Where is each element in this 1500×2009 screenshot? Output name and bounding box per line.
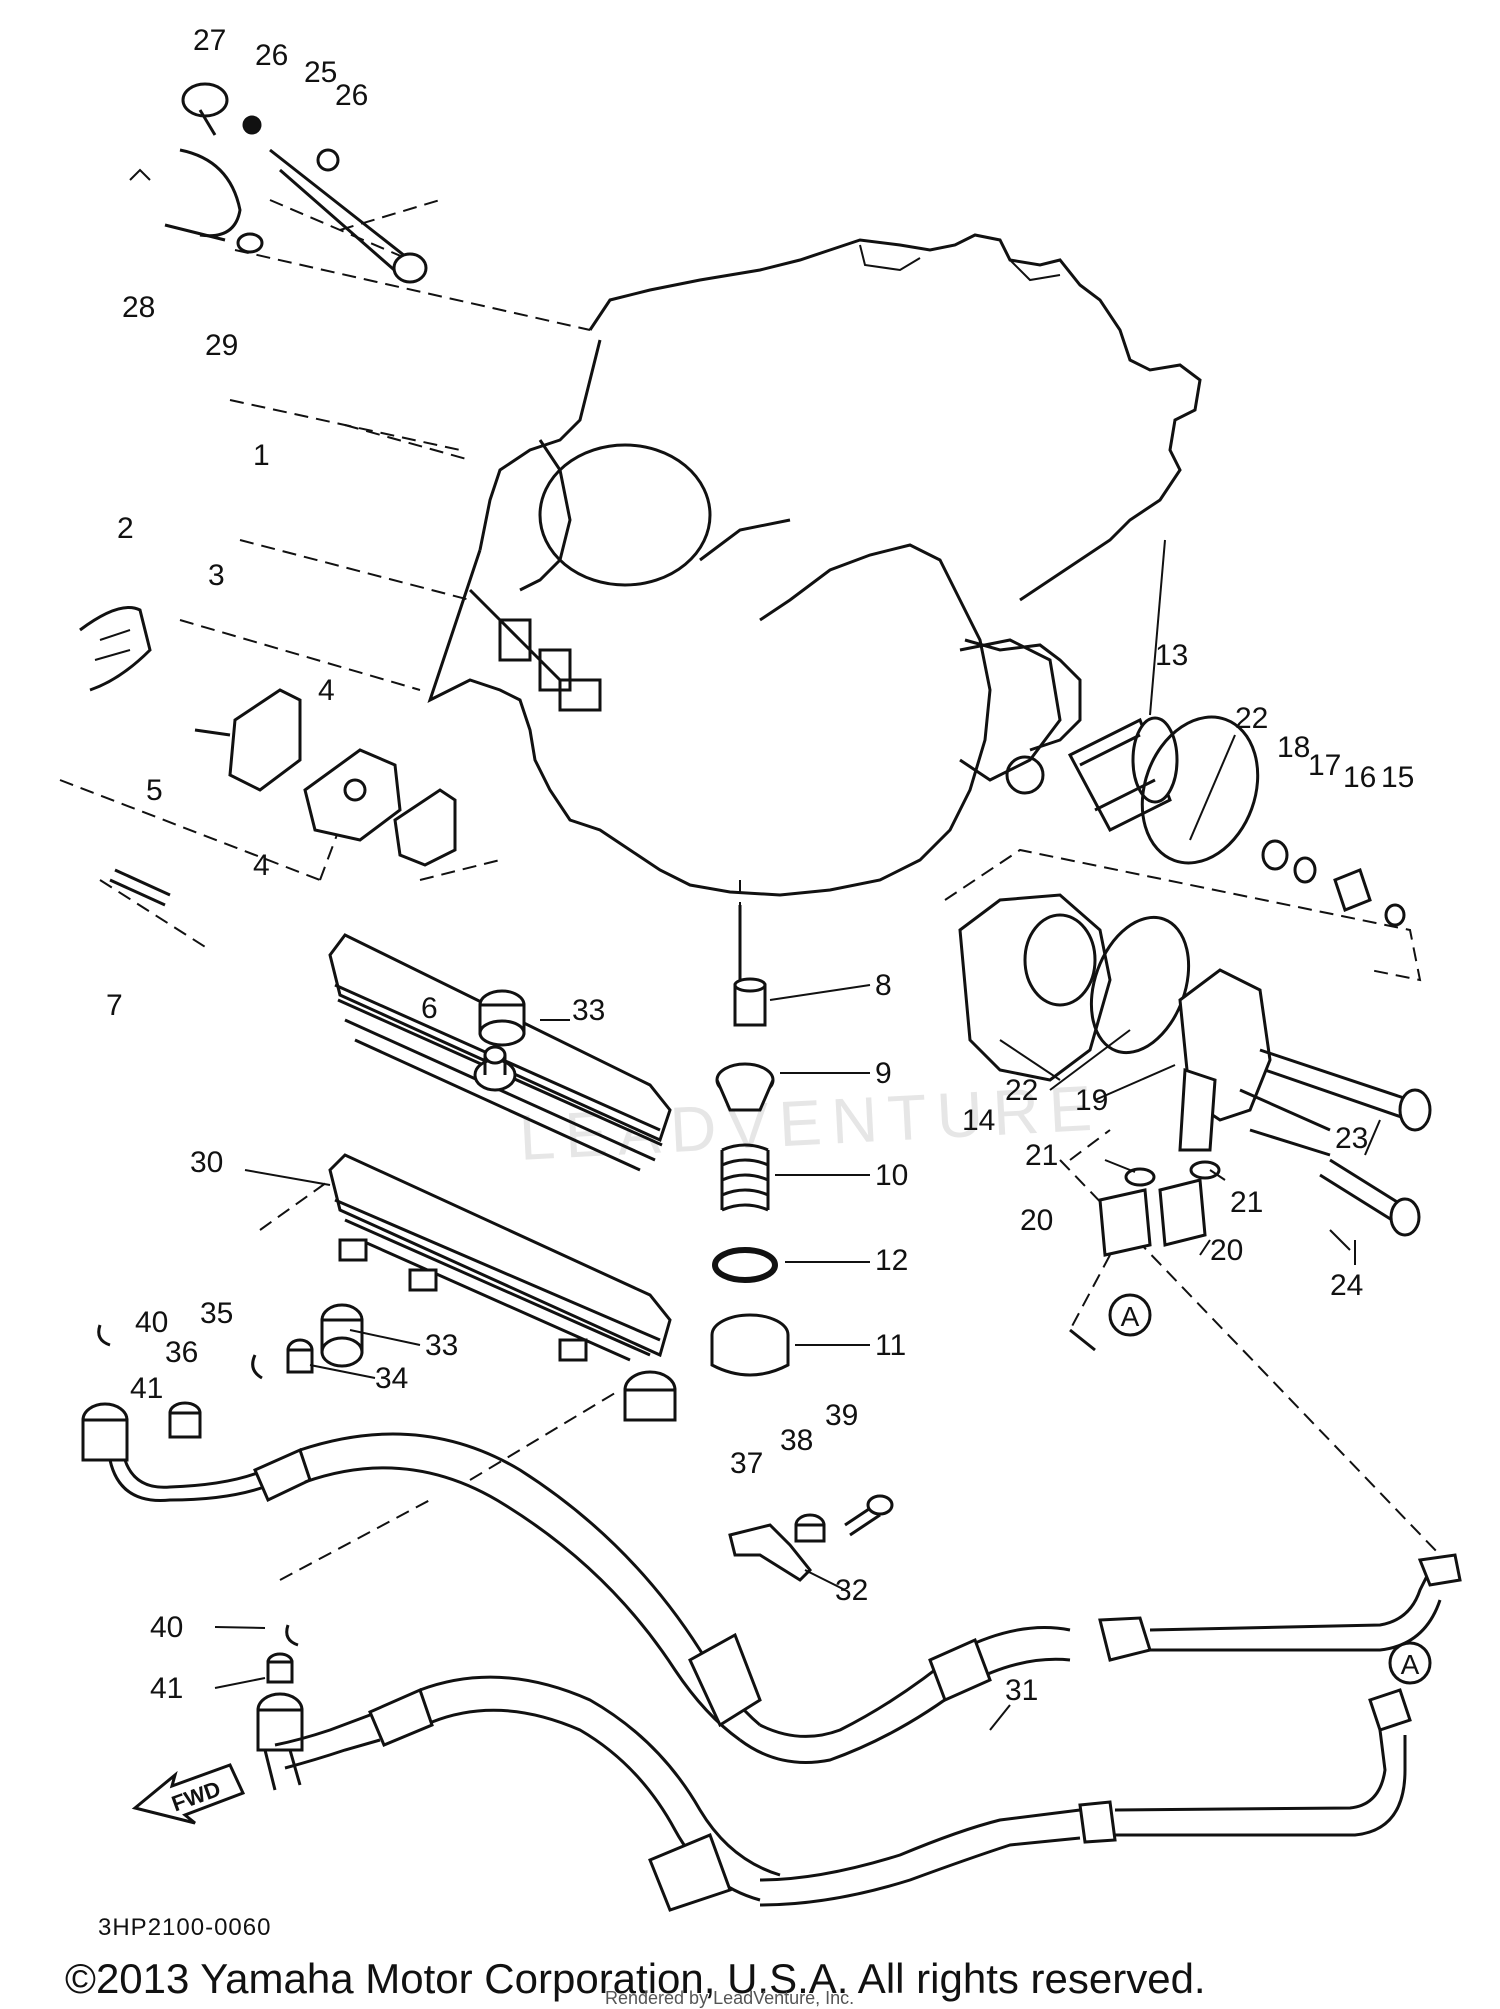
callout-label: 19 (1075, 1084, 1108, 1117)
callout-label: 30 (190, 1146, 223, 1179)
callout-label: 14 (962, 1104, 995, 1137)
callout-label: 33 (572, 994, 605, 1027)
callout-label: 32 (835, 1574, 868, 1607)
callout-label: 17 (1308, 749, 1341, 782)
callout-label: 39 (825, 1399, 858, 1432)
crankcase-outline (427, 233, 1202, 897)
reference-a-label: A (1121, 1301, 1140, 1332)
callout-label: 22 (1235, 702, 1268, 735)
callout-label: 25 (304, 56, 337, 89)
callout-label: 5 (146, 774, 163, 807)
leader-lines (214, 539, 1381, 1731)
callout-label: 8 (875, 969, 892, 1002)
callout-label: 21 (1025, 1139, 1058, 1172)
rendered-by-notice: Rendered by LeadVenture, Inc. (605, 1988, 854, 2008)
callout-label: 40 (150, 1611, 183, 1644)
callout-label: 1 (253, 439, 270, 472)
rubber-mounts (286, 989, 526, 1374)
oil-pump (79, 606, 457, 907)
callout-label: 20 (1020, 1204, 1053, 1237)
relief-valve-stack (710, 905, 790, 1377)
callout-label: 41 (150, 1672, 183, 1705)
callout-label: 6 (421, 992, 438, 1025)
callout-label: 41 (130, 1372, 163, 1405)
shift-linkage (129, 82, 428, 284)
reference-a-lower: A (1108, 1293, 1152, 1337)
oil-filter-assembly (944, 638, 1432, 1352)
callout-label: 33 (425, 1329, 458, 1362)
callout-label: 9 (875, 1057, 892, 1090)
fwd-arrow: FWD (131, 1763, 246, 1825)
callout-label: 13 (1155, 639, 1188, 672)
reference-a-hose: A (1388, 1641, 1432, 1685)
callout-label: 38 (780, 1424, 813, 1457)
callout-label: 40 (135, 1306, 168, 1339)
callout-label: 37 (730, 1447, 763, 1480)
callout-label: 10 (875, 1159, 908, 1192)
callout-label: 12 (875, 1244, 908, 1277)
oil-line-fittings-left (81, 1324, 304, 1791)
callout-label: 26 (255, 39, 288, 72)
callout-label: 26 (335, 79, 368, 112)
callout-label: 21 (1230, 1186, 1263, 1219)
callout-label: 7 (106, 989, 123, 1022)
callout-label: 4 (318, 674, 335, 707)
callout-label: 20 (1210, 1234, 1243, 1267)
callout-label: 16 (1343, 761, 1376, 794)
callout-label: 23 (1335, 1122, 1368, 1155)
copyright-notice: ©2013 Yamaha Motor Corporation, U.S.A. A… (65, 1955, 1206, 2002)
hose-bracket (728, 1494, 894, 1582)
callout-label: 18 (1277, 731, 1310, 764)
callout-label: 34 (375, 1362, 408, 1395)
callout-label: 15 (1381, 761, 1414, 794)
callout-label: 11 (875, 1329, 906, 1362)
callout-label: 24 (1330, 1269, 1363, 1302)
callout-label: 2 (117, 512, 134, 545)
callout-label: 22 (1005, 1074, 1038, 1107)
callouts: 27 26 25 26 28 29 1 2 3 4 5 4 7 6 33 8 9… (106, 24, 1414, 1707)
oil-hoses (108, 1432, 1462, 1912)
diagram-code: 3HP2100-0060 (98, 1914, 271, 1941)
callout-label: 27 (193, 24, 226, 57)
callout-label: 28 (122, 291, 155, 324)
callout-label: 36 (165, 1336, 198, 1369)
callout-label: 29 (205, 329, 238, 362)
reference-a-label: A (1401, 1649, 1420, 1680)
callout-label: 3 (208, 559, 225, 592)
callout-label: 4 (253, 849, 270, 882)
callout-label: 31 (1005, 1674, 1038, 1707)
callout-label: 35 (200, 1297, 233, 1330)
